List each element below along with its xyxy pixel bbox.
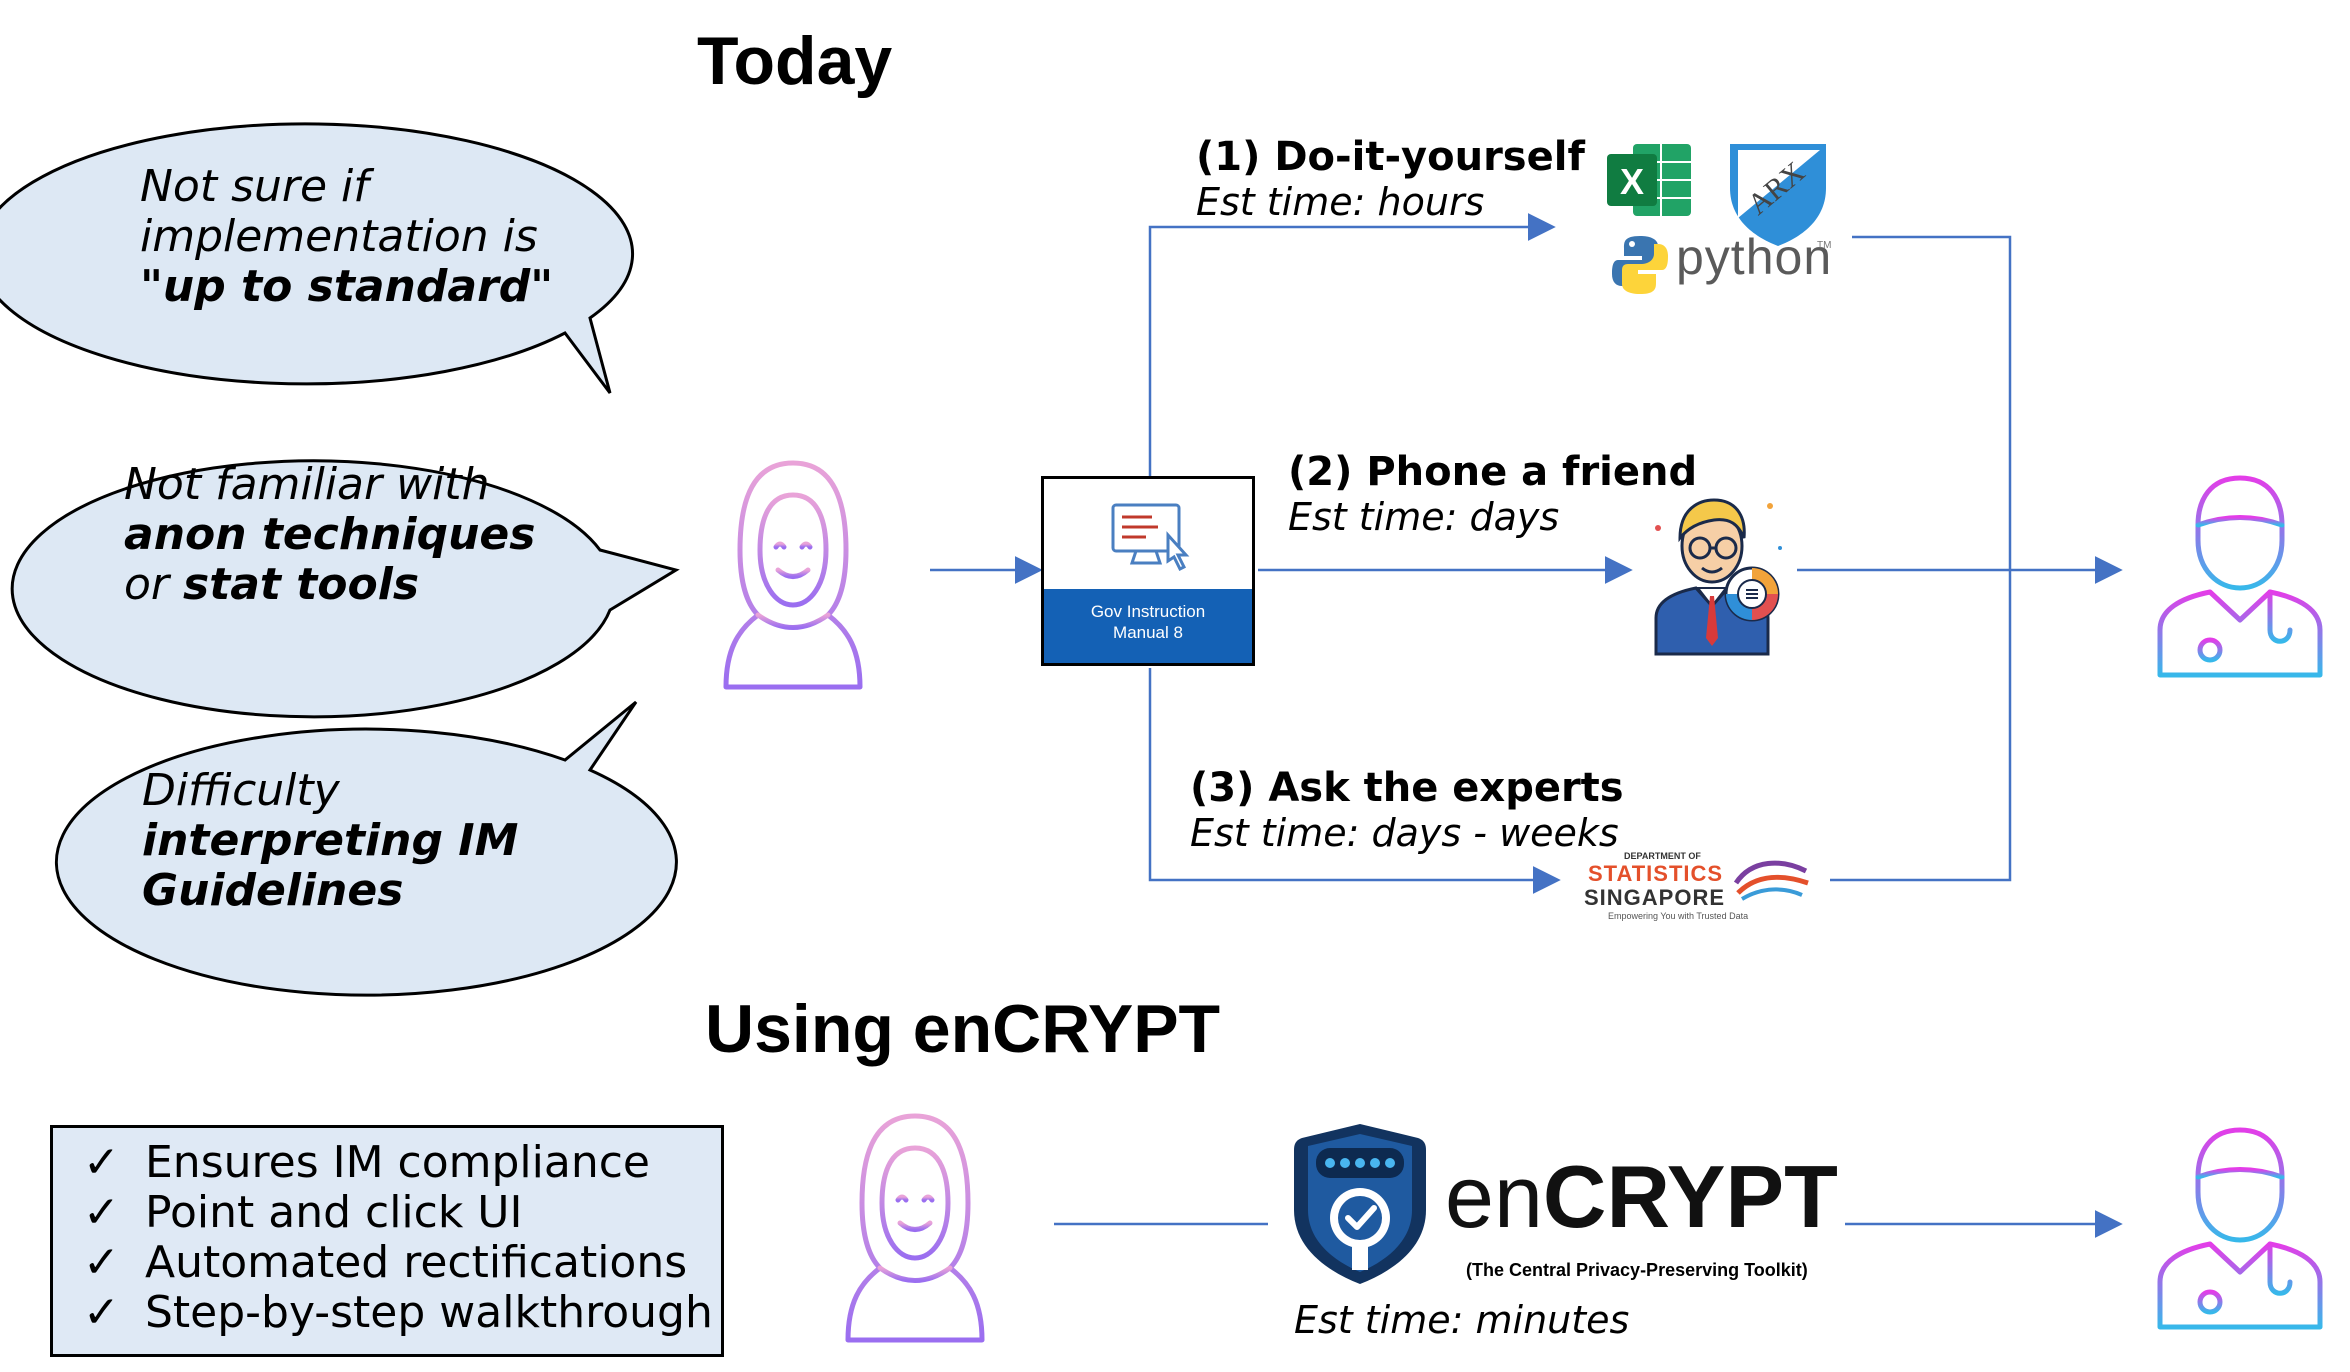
bubble-1-text: Not sure if implementation is "up to sta… [140,161,554,312]
python-wordmark: python [1676,229,1833,285]
check-icon: ✓ [83,1187,120,1238]
encrypt-wordmark: enCRYPT [1445,1147,1838,1246]
bubble-2-text: Not familiar with anon techniques or sta… [124,459,536,610]
check-icon: ✓ [83,1287,120,1338]
excel-icon: X [1607,144,1691,216]
encrypt-est-time: Est time: minutes [1294,1298,1630,1342]
dos-tagline: Empowering You with Trusted Data [1608,911,1749,921]
user-hijab-icon-2 [845,1113,985,1343]
bubble-3-text: Difficulty interpreting IM Guidelines [142,765,519,916]
doctor-icon-2 [2157,1127,2323,1330]
doctor-icon [2157,475,2323,678]
manual-line-1: Gov Instruction [1090,602,1206,621]
excel-letter: X [1620,161,1644,202]
manual-line-2: Manual 8 [1113,623,1183,642]
step-2-time: Est time: days [1288,495,1560,539]
dos-line-2: SINGAPORE [1584,885,1726,910]
dos-top: DEPARTMENT OF [1624,851,1701,861]
python-icon [1612,236,1668,294]
step-1-time: Est time: hours [1196,180,1485,224]
encrypt-shield-icon [1294,1124,1426,1284]
feature-checklist: ✓Ensures IM compliance ✓Point and click … [50,1125,724,1357]
checklist-item: ✓Automated rectifications [83,1237,688,1288]
step-2: (2) Phone a friend Est time: days [1288,450,1697,540]
dos-logo-icon: DEPARTMENT OF STATISTICS SINGAPORE Empow… [1582,849,1814,925]
manual-band: Gov Instruction Manual 8 [1044,589,1252,663]
consultant-icon [1654,498,1782,656]
step-3-time: Est time: days - weeks [1190,811,1619,855]
dos-line-1: STATISTICS [1588,861,1724,886]
checklist-item: ✓Step-by-step walkthrough [83,1287,713,1338]
arx-shield-icon: ARX [1730,144,1826,246]
line-diy-to-merge [1830,235,2012,882]
step-1-label: (1) Do-it-yourself [1196,134,1585,180]
arrow-manual-to-experts [1148,668,1561,894]
step-3-label: (3) Ask the experts [1190,765,1624,811]
user-hijab-icon [723,460,863,690]
manual-card: Gov Instruction Manual 8 [1041,476,1255,666]
check-icon: ✓ [83,1137,120,1188]
check-icon: ✓ [83,1237,120,1288]
dos-swoosh-icon [1733,860,1809,901]
title-using-encrypt: Using enCRYPT [705,991,1221,1067]
step-3: (3) Ask the experts Est time: days - wee… [1190,766,1624,856]
step-2-label: (2) Phone a friend [1288,449,1698,495]
checklist-item: ✓Ensures IM compliance [83,1137,650,1188]
checklist-item: ✓Point and click UI [83,1187,523,1238]
step-1: (1) Do-it-yourself Est time: hours [1196,135,1585,225]
arrow-manual-to-diy [1148,213,1556,476]
python-tm: TM [1817,240,1832,251]
title-today: Today [697,23,893,99]
monitor-click-icon [1111,503,1190,572]
encrypt-subtitle: (The Central Privacy-Preserving Toolkit) [1466,1260,1808,1280]
